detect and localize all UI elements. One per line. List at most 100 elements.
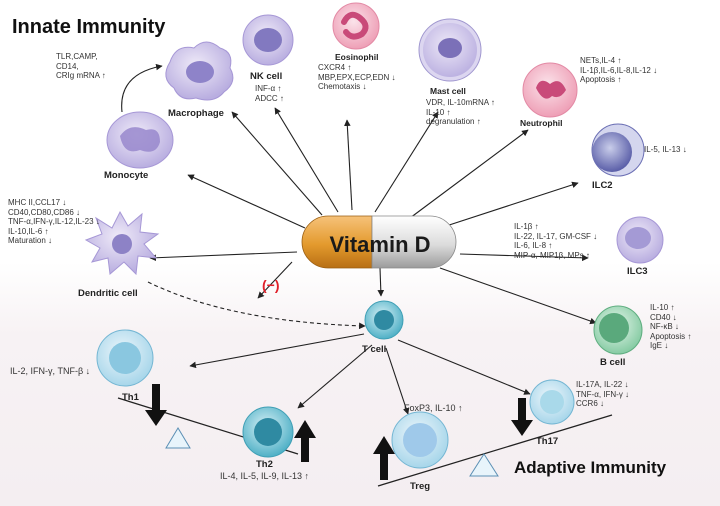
ilc3-effect-line: IL-1β ↑ bbox=[514, 222, 539, 231]
th2-up-arrow bbox=[294, 420, 316, 462]
eosinophil-effect-line: CXCR4 ↑ bbox=[318, 63, 352, 72]
treg-effect-line: FoxP3, IL-10 ↑ bbox=[404, 403, 463, 413]
ilc3-effect-line: MIP-α, MIP1β, MPs ↑ bbox=[514, 250, 590, 260]
nk-cell bbox=[242, 14, 294, 66]
t-cell-name: T cell bbox=[362, 344, 387, 355]
eosinophil-effect-line: Chemotaxis ↓ bbox=[318, 82, 367, 91]
nk-effect-line: INF-α ↑ bbox=[255, 84, 282, 93]
neutrophil-effect-line: NETs,IL-4 ↑ bbox=[580, 56, 622, 65]
dendritic-cell-name: Dendritic cell bbox=[78, 288, 138, 299]
th1-effects: IL-2, IFN-γ, TNF-β ↓ bbox=[10, 366, 91, 377]
ilc2-effects: IL-5, IL-13 ↓ bbox=[644, 145, 687, 155]
b-cell-effect-line: IgE ↓ bbox=[650, 341, 669, 350]
mast-effect-line: degranulation ↑ bbox=[426, 117, 481, 126]
mast-effect-line: IL-10 ↑ bbox=[426, 107, 451, 117]
arrow-monocyte-to-macrophage bbox=[121, 63, 163, 113]
dendritic-effect-line: TNF-α,IFN-γ,IL-12,IL-23 ↓ bbox=[8, 217, 100, 226]
t-cell-shape bbox=[364, 300, 404, 340]
th17-cell-shape bbox=[529, 379, 575, 425]
dendritic-cell-shape bbox=[84, 210, 160, 276]
dendritic-effect-line: CD40,CD80,CD86 ↓ bbox=[8, 207, 81, 217]
b-cell-effects: IL-10 ↑ CD40 ↓ NF-κB ↓ Apoptosis ↑ IgE ↓ bbox=[650, 303, 691, 351]
eosinophil-name: Eosinophil bbox=[335, 52, 379, 62]
th2-effect-line: IL-4, IL-5, IL-9, IL-13 ↑ bbox=[220, 471, 310, 481]
th17-name: Th17 bbox=[536, 436, 559, 447]
neutrophil-cell bbox=[522, 62, 578, 118]
th17-effect-line: CCR6 ↓ bbox=[576, 399, 605, 408]
arrow-to-monocyte bbox=[187, 174, 306, 229]
neutrophil-effect-line: IL-1β,IL-6,IL-8,IL-12 ↓ bbox=[580, 65, 658, 75]
eosinophil-cell bbox=[332, 2, 380, 50]
arrow-t-to-th17 bbox=[397, 339, 531, 395]
monocyte-cell bbox=[106, 111, 174, 169]
treg-cell-shape bbox=[391, 411, 449, 469]
th1-effect-line: IL-2, IFN-γ, TNF-β ↓ bbox=[10, 366, 91, 376]
macrophage-effect-line: TLR,CAMP, bbox=[56, 52, 98, 61]
dendritic-effect-line: MHC II,CCL17 ↓ bbox=[8, 198, 67, 207]
treg-up-arrow bbox=[373, 436, 395, 480]
ilc3-effect-line: IL-6, IL-8 ↑ bbox=[514, 241, 553, 250]
treg-name: Treg bbox=[410, 481, 431, 492]
ilc2-effect-line: IL-5, IL-13 ↓ bbox=[644, 145, 687, 154]
th2-cell-shape bbox=[242, 406, 294, 458]
th1-cell-shape bbox=[96, 329, 154, 387]
arrow-to-mast-cell bbox=[374, 111, 439, 213]
ilc2-name: ILC2 bbox=[592, 180, 613, 191]
arrow-t-to-th1 bbox=[189, 333, 365, 369]
mast-effect-line: VDR, IL-10mRNA ↑ bbox=[426, 98, 495, 107]
vitamin-d-label: Vitamin D bbox=[329, 232, 430, 257]
arrow-to-ilc2 bbox=[439, 181, 579, 229]
ilc3-effect-line: IL-22, IL-17, GM-CSF ↓ bbox=[514, 231, 598, 241]
ilc3-cell bbox=[616, 216, 664, 264]
macrophage-name: Macrophage bbox=[168, 108, 224, 119]
ilc2-cell bbox=[591, 123, 645, 177]
inhibit-label: (−) bbox=[262, 277, 280, 293]
arrow-to-t-cell bbox=[377, 267, 385, 297]
th17-effects: IL-17A, IL-22 ↓ TNF-α, IFN-γ ↓ CCR6 ↓ bbox=[576, 380, 629, 409]
neutrophil-effects: NETs,IL-4 ↑ IL-1β,IL-6,IL-8,IL-12 ↓ Apop… bbox=[580, 56, 657, 85]
dendritic-effect-line: Maturation ↓ bbox=[8, 236, 53, 245]
mast-cell bbox=[418, 18, 482, 82]
arrow-to-nk-cell bbox=[274, 107, 339, 213]
arrow-dendritic-to-t-cell bbox=[147, 281, 366, 330]
nk-cell-name: NK cell bbox=[250, 71, 283, 82]
th2-name: Th2 bbox=[256, 459, 273, 470]
b-cell-effect-line: IL-10 ↑ bbox=[650, 303, 675, 312]
arrow-t-to-th2 bbox=[297, 344, 373, 409]
arrow-t-to-treg bbox=[385, 347, 410, 415]
neutrophil-effect-line: Apoptosis ↑ bbox=[580, 75, 622, 84]
b-cell-effect-line: Apoptosis ↑ bbox=[650, 331, 692, 341]
treg-effects: FoxP3, IL-10 ↑ bbox=[404, 403, 463, 414]
neutrophil-name: Neutrophil bbox=[520, 118, 563, 128]
dendritic-effect-line: IL-10,IL-6 ↑ bbox=[8, 226, 49, 236]
arrow-to-eosinophil bbox=[344, 119, 353, 211]
b-cell-effect-line: CD40 ↓ bbox=[650, 312, 677, 322]
macrophage-effect-line: CD14, bbox=[56, 61, 79, 71]
macrophage-effects: TLR,CAMP, CD14, CRIg mRNA ↑ bbox=[56, 52, 106, 81]
arrow-to-dendritic-cell bbox=[149, 251, 298, 262]
ilc3-effects: IL-1β ↑ IL-22, IL-17, GM-CSF ↓ IL-6, IL-… bbox=[514, 222, 597, 260]
th17-effect-line: IL-17A, IL-22 ↓ bbox=[576, 380, 629, 389]
vitamin-d-arrows bbox=[121, 63, 597, 415]
th1-name: Th1 bbox=[122, 392, 139, 403]
th2-effects: IL-4, IL-5, IL-9, IL-13 ↑ bbox=[220, 471, 310, 482]
macrophage-effect-line: CRIg mRNA ↑ bbox=[56, 71, 106, 80]
arrow-to-ilc3 bbox=[459, 253, 589, 262]
arrow-to-neutrophil bbox=[409, 129, 529, 219]
arrow-to-macrophage bbox=[231, 111, 323, 216]
seesaw-treg-th17 bbox=[377, 414, 613, 487]
arrow-inhibit bbox=[257, 261, 293, 299]
regulation-arrows bbox=[145, 384, 533, 480]
mast-cell-name: Mast cell bbox=[430, 86, 466, 96]
b-cell-name: B cell bbox=[600, 357, 626, 368]
ilc3-name: ILC3 bbox=[627, 266, 648, 277]
nk-effect-line: ADCC ↑ bbox=[255, 93, 284, 103]
b-cell-shape bbox=[593, 305, 643, 355]
eosinophil-effects: CXCR4 ↑ MBP,EPX,ECP,EDN ↓ Chemotaxis ↓ bbox=[318, 63, 396, 92]
eosinophil-effect-line: MBP,EPX,ECP,EDN ↓ bbox=[318, 72, 396, 82]
macrophage-cell bbox=[165, 41, 234, 101]
th17-effect-line: TNF-α, IFN-γ ↓ bbox=[576, 389, 630, 399]
th1-down-arrow bbox=[145, 384, 167, 426]
nk-cell-effects: INF-α ↑ ADCC ↑ bbox=[255, 84, 284, 103]
